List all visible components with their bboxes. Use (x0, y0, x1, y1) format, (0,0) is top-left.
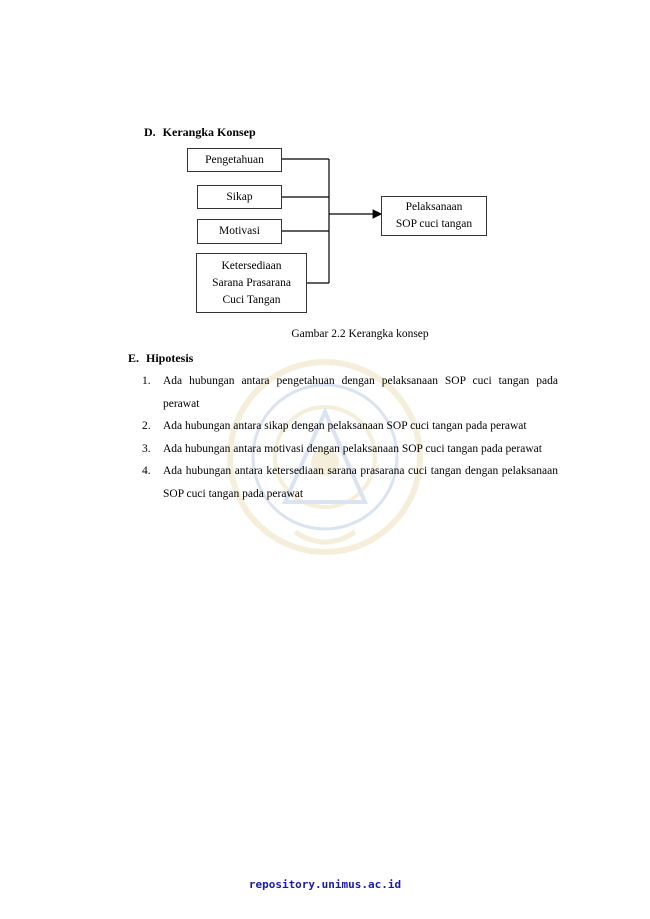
section-e-label: E. (128, 351, 140, 365)
hypothesis-number: 4. (142, 465, 151, 477)
section-d-label: D. (144, 125, 156, 139)
section-e-heading: E. Hipotesis (128, 351, 193, 366)
hypothesis-number: 3. (142, 442, 151, 455)
box-pengetahuan: Pengetahuan (187, 148, 282, 172)
hypothesis-text: Ada hubungan antara motivasi dengan pela… (163, 442, 542, 455)
hypothesis-text: Ada hubungan antara pengetahuan dengan p… (163, 375, 558, 410)
hypothesis-number: 2. (142, 420, 151, 432)
section-d-title: Kerangka Konsep (162, 125, 256, 139)
figure-caption: Gambar 2.2 Kerangka konsep (291, 328, 429, 340)
hypothesis-text: Ada hubungan antara sikap dengan pelaksa… (163, 420, 527, 432)
hypothesis-item: 1. Ada hubungan antara pengetahuan denga… (142, 370, 558, 415)
box-sikap: Sikap (197, 185, 282, 209)
hypothesis-text: Ada hubungan antara ketersediaan sarana … (163, 465, 558, 500)
section-e-title: Hipotesis (146, 351, 194, 365)
hypothesis-item: 4. Ada hubungan antara ketersediaan sara… (142, 460, 558, 505)
hypothesis-number: 1. (142, 375, 151, 387)
university-seal-watermark (227, 359, 423, 555)
box-ketersediaan: Ketersediaan Sarana Prasarana Cuci Tanga… (196, 253, 307, 313)
box-motivasi: Motivasi (197, 219, 282, 244)
hypotheses-list: 1. Ada hubungan antara pengetahuan denga… (142, 370, 558, 505)
hypothesis-item: 3. Ada hubungan antara motivasi dengan p… (142, 438, 558, 461)
concept-diagram (282, 158, 383, 284)
section-d-heading: D. Kerangka Konsep (144, 125, 256, 140)
box-pelaksanaan: Pelaksanaan SOP cuci tangan (381, 196, 487, 236)
hypothesis-item: 2. Ada hubungan antara sikap dengan pela… (142, 415, 558, 438)
repository-footer-link[interactable]: repository.unimus.ac.id (248, 878, 402, 891)
